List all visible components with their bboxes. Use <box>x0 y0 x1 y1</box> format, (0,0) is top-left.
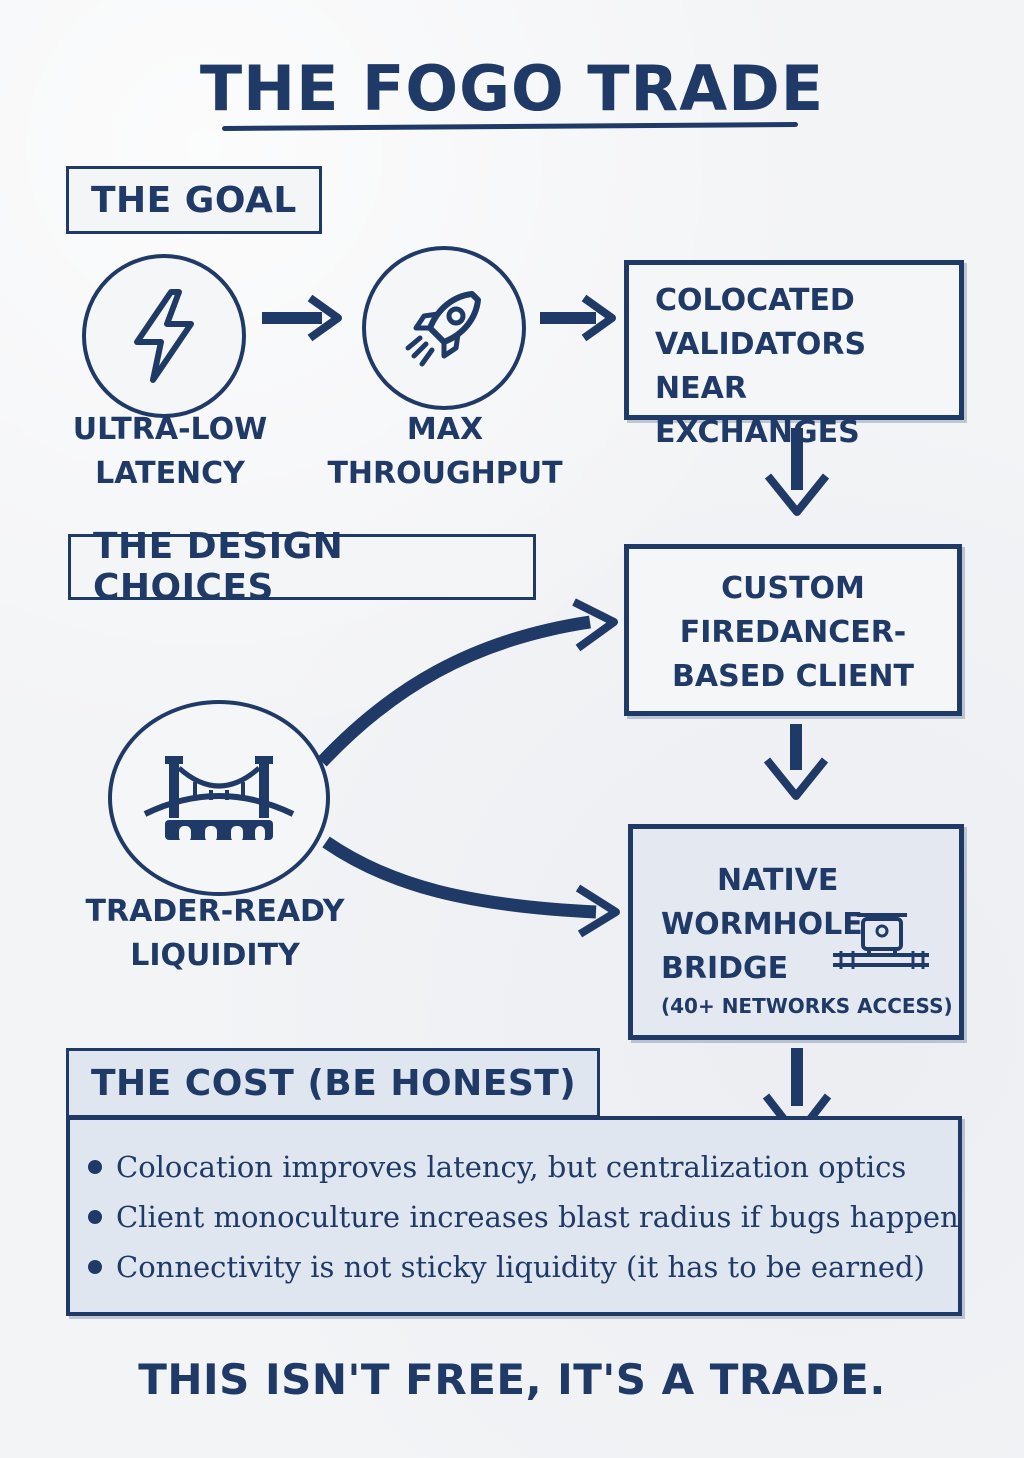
box-colocated-line2: VALIDATORS NEAR <box>655 327 867 406</box>
node-throughput <box>362 246 526 410</box>
node-latency-label: ULTRA-LOW LATENCY <box>52 408 288 496</box>
lightning-icon <box>134 289 194 383</box>
node-liquidity <box>108 700 330 896</box>
section-label-cost: THE COST (BE HONEST) <box>66 1048 600 1118</box>
arrow-liquidity-bridge <box>322 836 597 919</box>
box-colocated-line1: COLOCATED <box>655 283 855 318</box>
bullet-icon <box>88 1260 102 1274</box>
box-colocated-validators: COLOCATED VALIDATORS NEAR EXCHANGES <box>624 260 964 450</box>
arrow-liquidity-bridge-head <box>575 884 620 938</box>
footer-tagline: THIS ISN'T FREE, IT'S A TRADE. <box>138 1355 886 1404</box>
node-latency-line1: ULTRA-LOW <box>72 412 268 447</box>
node-liquidity-line2: LIQUIDITY <box>130 938 300 973</box>
cost-item-text: Connectivity is not sticky liquidity (it… <box>116 1250 925 1284</box>
arrow-latency-throughput-head <box>307 294 342 342</box>
page-title: THE FOGO TRADE <box>199 52 825 125</box>
node-throughput-line1: MAX <box>406 412 484 447</box>
box-custom-client: CUSTOM FIREDANCER- BASED CLIENT <box>624 544 962 716</box>
cost-item: Connectivity is not sticky liquidity (it… <box>70 1242 958 1292</box>
bullet-icon <box>88 1160 102 1174</box>
box-client-line2: FIREDANCER- <box>679 615 907 650</box>
node-latency-line2: LATENCY <box>95 456 245 491</box>
cost-item-text: Client monoculture increases blast radiu… <box>116 1200 959 1234</box>
box-client-line3: BASED CLIENT <box>672 659 914 694</box>
box-colocated-line3: EXCHANGES <box>655 415 860 450</box>
cost-panel: Colocation improves latency, but central… <box>66 1116 962 1316</box>
cost-item: Colocation improves latency, but central… <box>70 1142 958 1192</box>
box-bridge-line3: BRIDGE <box>661 951 789 986</box>
arrow-liquidity-client-head <box>572 598 618 652</box>
node-throughput-line2: THROUGHPUT <box>327 456 563 491</box>
box-bridge-line2: WORMHOLE <box>661 907 863 942</box>
node-liquidity-line1: TRADER-READY <box>85 894 345 929</box>
arrow-liquidity-client <box>317 615 591 767</box>
arrow-throughput-colocated-head <box>581 294 616 342</box>
box-bridge-line1: NATIVE <box>717 863 839 898</box>
node-latency <box>82 254 246 418</box>
cost-item: Client monoculture increases blast radiu… <box>70 1192 959 1242</box>
bridge-icon <box>143 756 295 842</box>
rocket-icon <box>405 291 481 367</box>
box-client-line1: CUSTOM <box>721 571 865 606</box>
bridge-machine-icon <box>833 913 929 969</box>
bullet-icon <box>88 1210 102 1224</box>
section-label-goal: THE GOAL <box>66 166 322 234</box>
arrow-client-bridge-head <box>763 757 829 800</box>
node-liquidity-label: TRADER-READY LIQUIDITY <box>60 890 370 978</box>
arrow-colocated-client-head <box>764 473 830 516</box>
box-bridge-note: (40+ NETWORKS ACCESS) <box>661 994 953 1018</box>
box-wormhole-bridge: NATIVE WORMHOLE BRIDGE (40+ NETWORKS ACC… <box>628 824 964 1040</box>
node-throughput-label: MAX THROUGHPUT <box>320 408 570 496</box>
cost-item-text: Colocation improves latency, but central… <box>116 1150 907 1184</box>
